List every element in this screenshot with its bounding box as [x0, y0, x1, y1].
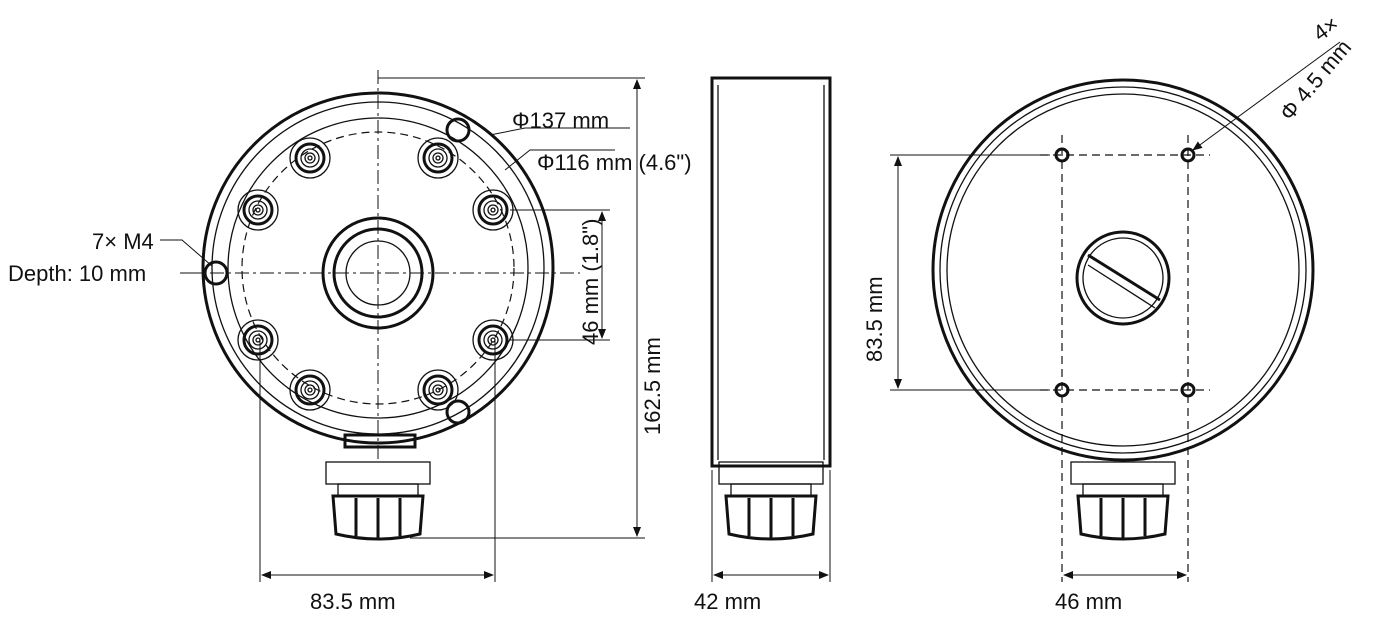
leader-line: [504, 149, 615, 171]
mount-diameter-label: Φ116 mm (4.6"): [537, 150, 692, 175]
back-vertical-label: 83.5 mm: [862, 276, 887, 362]
width-label: 83.5 mm: [310, 589, 396, 614]
outer-rim: [201, 91, 555, 445]
hole-leader-line: [1192, 41, 1341, 151]
back-view: 83.5 mm 46 mm 4× Φ 4.5 mm: [862, 11, 1356, 614]
side-body: [710, 76, 832, 468]
base-plate: [227, 117, 529, 419]
side-view: 42 mm: [694, 76, 832, 614]
leader-line: [489, 127, 630, 136]
back-plate: [946, 93, 1300, 447]
back-horizontal-label: 46 mm: [1055, 589, 1122, 614]
knob-grip: [1087, 264, 1156, 309]
screw-label: 7× M4: [92, 229, 154, 254]
screw-boss: [288, 136, 332, 180]
cable-gland: [324, 460, 432, 542]
gland-thread: [343, 433, 417, 449]
side-depth-label: 42 mm: [694, 589, 761, 614]
knob-grip: [1087, 253, 1161, 302]
cable-gland: [1069, 460, 1177, 542]
back-rim: [931, 78, 1315, 462]
leader-line: [160, 239, 213, 267]
hole-vertical-label: 46 mm (1.8"): [578, 219, 603, 345]
back-rim-inner: [939, 86, 1307, 454]
m4-screw-hole: [445, 117, 471, 143]
cable-hole: [321, 216, 435, 330]
outer-diameter-label: Φ137 mm: [512, 108, 609, 133]
screw-boss: [236, 318, 280, 362]
back-knob-inner: [1082, 237, 1164, 319]
hole-diameter-label: Φ 4.5 mm: [1275, 35, 1357, 125]
cable-hole-inner: [332, 227, 424, 319]
screw-boss: [236, 188, 280, 232]
m4-screw-hole: [445, 399, 471, 425]
screw-boss: [416, 136, 460, 180]
screw-boss: [471, 318, 515, 362]
back-knob: [1075, 230, 1171, 326]
screw-boss: [471, 188, 515, 232]
depth-label: Depth: 10 mm: [8, 261, 146, 286]
front-view: 162.5 mm 46 mm (1.8") 83.5 mm Φ137 mm Φ1…: [8, 70, 692, 614]
screw-boss: [288, 368, 332, 412]
cable-gland: [717, 460, 825, 542]
height-label: 162.5 mm: [640, 337, 665, 435]
cable-hole-core: [345, 240, 411, 306]
